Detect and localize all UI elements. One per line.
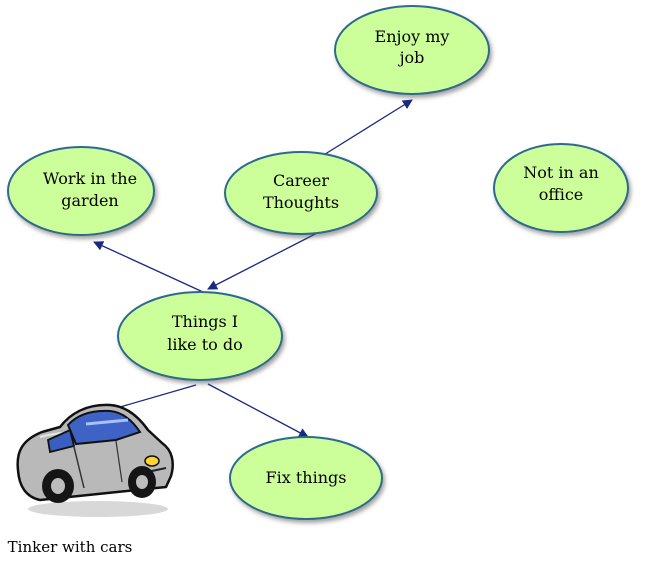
node-label-line: Enjoy my xyxy=(375,27,450,46)
edges xyxy=(93,99,413,438)
node-enjoy-my-job[interactable]: Enjoy my job xyxy=(334,5,490,95)
node-shape xyxy=(493,143,629,233)
node-work-in-the-garden[interactable]: Work in the garden xyxy=(7,146,155,236)
node-shape xyxy=(117,291,283,381)
node-shape xyxy=(7,146,155,236)
node-not-in-an-office[interactable]: Not in an office xyxy=(493,143,629,233)
node-career-thoughts[interactable]: Career Thoughts xyxy=(224,151,378,235)
car-icon[interactable] xyxy=(16,403,174,517)
node-label-line: Things I xyxy=(172,312,238,331)
node-label-line: Not in an xyxy=(523,163,599,182)
node-fix-things[interactable]: Fix things xyxy=(229,436,383,520)
car-caption: Tinker with cars xyxy=(7,538,133,556)
edge-things-to-work xyxy=(93,241,204,293)
edge-career-to-things xyxy=(207,229,324,290)
node-label-line: like to do xyxy=(167,335,243,354)
node-things-i-like-to-do[interactable]: Things I like to do xyxy=(117,291,283,381)
node-shape xyxy=(334,5,490,95)
edge-career-to-enjoy xyxy=(321,99,413,157)
node-label-line: office xyxy=(539,185,584,204)
node-shape xyxy=(224,151,378,235)
node-label-line: Thoughts xyxy=(263,193,339,212)
node-label-line: job xyxy=(398,48,425,67)
edge-things-to-fix xyxy=(207,383,309,438)
node-label-line: Fix things xyxy=(266,468,347,487)
node-label-line: Career xyxy=(273,171,329,190)
node-shape xyxy=(229,436,383,520)
node-label-line: Work in the xyxy=(43,169,137,188)
node-label-line: garden xyxy=(61,191,118,210)
